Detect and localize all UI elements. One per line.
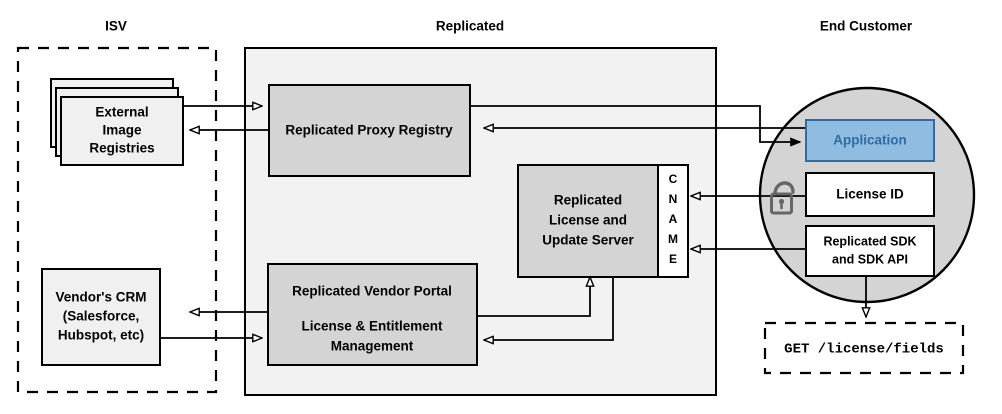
- node-application[interactable]: Application: [805, 119, 935, 162]
- unlock-icon: [770, 181, 795, 215]
- cname-letter-m: M: [668, 232, 678, 246]
- node-replicated-license-update-server[interactable]: Replicated License and Update Server C N…: [517, 164, 689, 278]
- cname-box: [657, 164, 689, 278]
- replicated-proxy-registry-box: [268, 84, 471, 177]
- vendors-crm-label-line-2: (Salesforce,: [63, 309, 140, 324]
- license-fields-label: GET /license/fields: [784, 342, 944, 358]
- application-label: Application: [833, 133, 907, 148]
- license-server-label-line-2: License and: [549, 213, 627, 228]
- connection-license-server-to-vendorportal: [484, 270, 614, 340]
- license-server-label-line-3: Update Server: [542, 233, 634, 248]
- license-id-label: License ID: [836, 187, 904, 202]
- zone-title-replicated: Replicated: [436, 19, 504, 34]
- application-box: [805, 119, 935, 162]
- node-replicated-sdk[interactable]: Replicated SDK and SDK API: [805, 225, 935, 277]
- vendors-crm-label-line-3: Hubspot, etc): [58, 328, 144, 343]
- license-server-label-line-1: Replicated: [554, 193, 622, 208]
- license-fields-dashed-box: [763, 321, 965, 375]
- node-external-image-registries[interactable]: External Image Registries: [50, 78, 184, 166]
- registries-label-line-2: Image: [102, 123, 142, 138]
- zone-title-isv: ISV: [105, 19, 127, 34]
- vendor-portal-label-line-2: License & Entitlement: [301, 319, 443, 334]
- registry-stack-front: [60, 96, 184, 166]
- vendor-portal-label-line-3: Management: [331, 339, 414, 354]
- registries-label-line-3: Registries: [89, 141, 154, 156]
- connection-layer: [160, 106, 866, 340]
- node-license-fields-request[interactable]: GET /license/fields: [763, 321, 965, 375]
- zone-title-end-customer: End Customer: [820, 19, 913, 34]
- cname-letter-c: C: [669, 172, 678, 186]
- node-vendors-crm[interactable]: Vendor's CRM (Salesforce, Hubspot, etc): [41, 268, 161, 366]
- node-replicated-proxy-registry[interactable]: Replicated Proxy Registry: [268, 84, 471, 177]
- replicated-sdk-box: [805, 225, 935, 277]
- cname-letter-e: E: [669, 252, 677, 266]
- cname-letter-n: N: [669, 192, 678, 206]
- replicated-proxy-registry-label: Replicated Proxy Registry: [285, 123, 453, 138]
- vendors-crm-box: [41, 268, 161, 366]
- node-license-id[interactable]: License ID: [805, 172, 935, 217]
- connection-proxy-to-application: [470, 105, 800, 142]
- connection-vendorportal-to-license-server: [477, 277, 590, 317]
- vendor-portal-label-line-1: Replicated Vendor Portal: [292, 284, 452, 299]
- vendors-crm-label-line-1: Vendor's CRM: [56, 290, 147, 305]
- node-replicated-vendor-portal[interactable]: Replicated Vendor Portal License & Entit…: [267, 263, 478, 366]
- replicated-sdk-label-line-2: and SDK API: [832, 252, 908, 266]
- replicated-vendor-portal-box: [267, 263, 478, 366]
- replicated-sdk-label-line-1: Replicated SDK: [823, 234, 916, 248]
- license-update-server-box: [517, 164, 659, 278]
- registries-label-line-1: External: [95, 105, 148, 120]
- license-id-box: [805, 172, 935, 217]
- zone-isv: [16, 46, 218, 394]
- cname-letter-a: A: [669, 212, 678, 226]
